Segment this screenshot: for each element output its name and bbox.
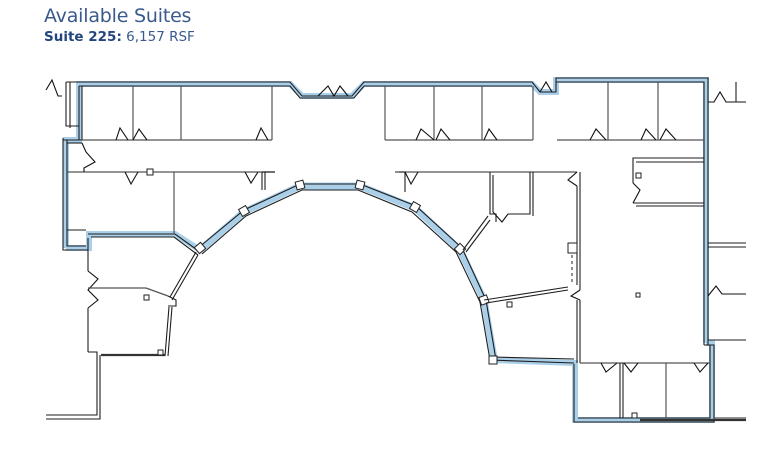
offices-bottom-right (580, 362, 710, 419)
interior-walls (67, 142, 641, 363)
suite-area: 6,157 RSF (126, 29, 195, 45)
storage-room (632, 157, 704, 207)
adjacent-spaces (45, 78, 746, 341)
exterior-walls (62, 77, 746, 423)
offices-top-left (82, 86, 273, 141)
suite-label: Suite 225: (44, 29, 122, 45)
suite-highlight (63, 77, 715, 423)
header: Available Suites Suite 225: 6,157 RSF (44, 4, 195, 46)
suite-summary: Suite 225: 6,157 RSF (44, 28, 195, 46)
curved-facade (193, 179, 498, 365)
offices-top-right (539, 80, 704, 141)
page-title: Available Suites (44, 5, 192, 27)
rooms-bottom-left (46, 250, 199, 420)
offices-top-middle (317, 85, 534, 141)
